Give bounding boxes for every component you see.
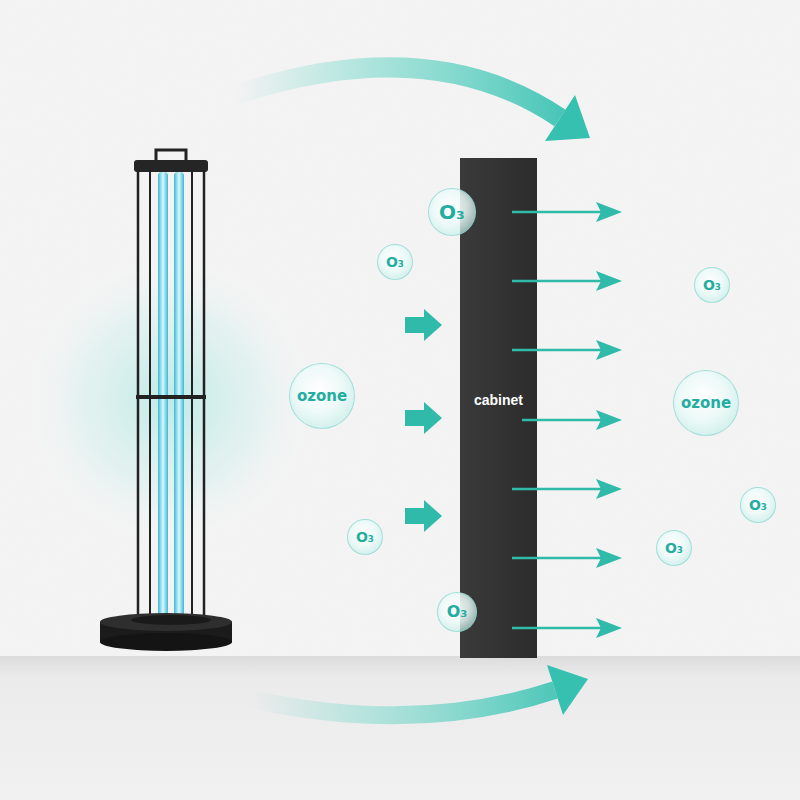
ozone-bubble: O₃ [428, 188, 476, 236]
line-arrows [512, 202, 622, 638]
bubble-label: ozone [297, 389, 347, 404]
bubble-label: O₃ [439, 202, 465, 222]
bubble-label: O₃ [665, 541, 683, 555]
bubble-label: O₃ [703, 278, 721, 292]
cabinet-label: cabinet [474, 393, 523, 407]
curved-arrow [255, 665, 588, 715]
bubble-label: O₃ [356, 530, 374, 544]
ozone-bubble: O₃ [437, 592, 477, 632]
curved-arrow [235, 67, 590, 141]
floor [0, 656, 800, 800]
ozone-bubble: ozone [289, 363, 355, 429]
ozone-bubble: O₃ [694, 267, 730, 303]
bubble-label: O₃ [447, 604, 468, 620]
block-arrows [405, 309, 442, 532]
wall-texture [0, 0, 800, 660]
wall [0, 0, 800, 660]
ozone-bubble: O₃ [656, 530, 692, 566]
cabinet-box: cabinet [460, 158, 537, 658]
ozone-bubble: O₃ [740, 487, 776, 523]
ozone-bubble: ozone [673, 370, 739, 436]
uv-glow [20, 250, 320, 550]
bubble-label: O₃ [749, 498, 767, 512]
bubble-label: ozone [681, 396, 731, 411]
ozone-bubble: O₃ [377, 244, 413, 280]
cabinet-panel [460, 158, 537, 658]
ozone-bubble: O₃ [347, 519, 383, 555]
bubble-label: O₃ [386, 255, 404, 269]
uv-lamp [100, 150, 232, 651]
